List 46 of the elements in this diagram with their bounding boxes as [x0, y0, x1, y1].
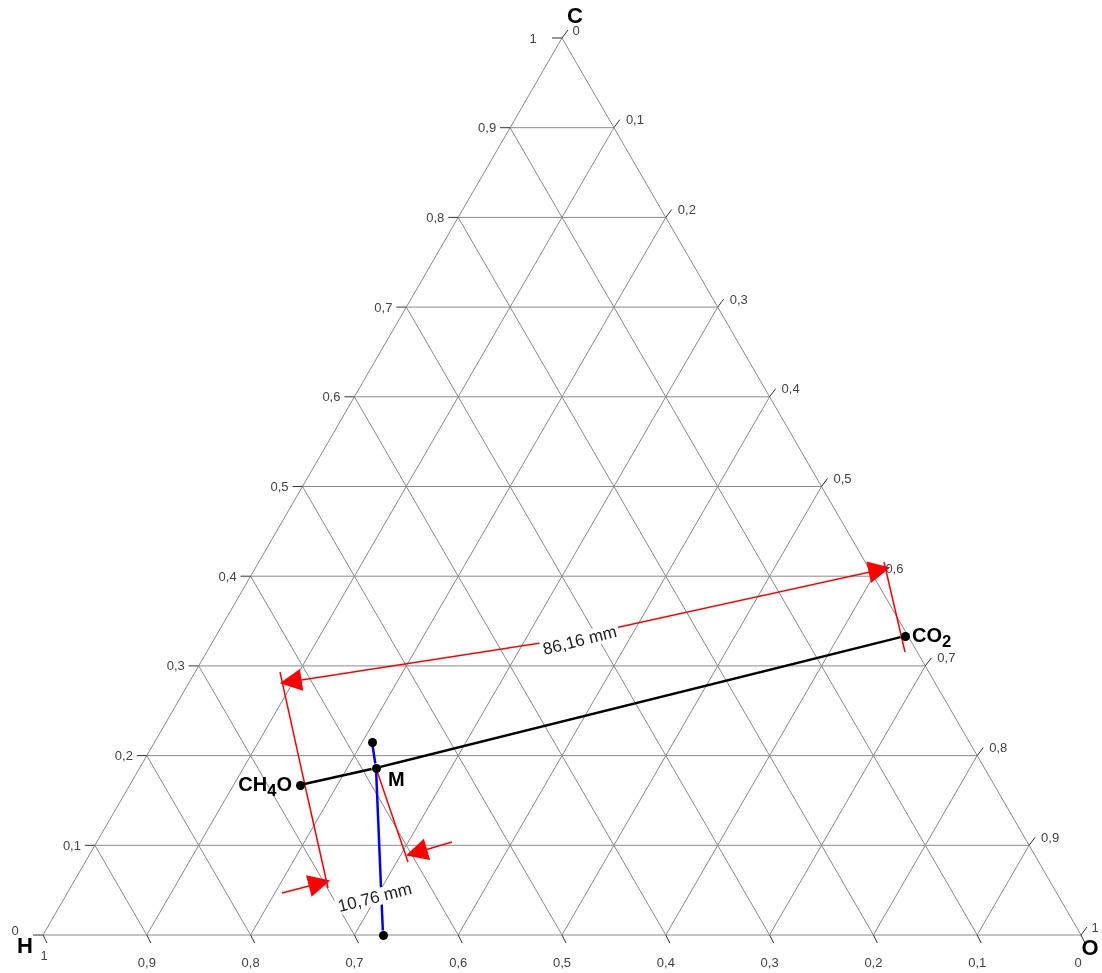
connecting-line: [380, 635, 901, 769]
tick-label: 0,8: [241, 955, 260, 969]
tick-label: 0,6: [449, 955, 468, 969]
point-dot: [378, 930, 388, 940]
point-dot: [295, 780, 305, 790]
connecting-line: [374, 772, 385, 931]
tick-label: 0,4: [218, 569, 237, 583]
tick-label: 0: [11, 923, 19, 937]
vertex-label: H: [17, 935, 33, 957]
tick-label: 0,8: [989, 741, 1008, 755]
tick-label: 0,3: [729, 292, 748, 306]
tick-label: 0,9: [1041, 830, 1060, 844]
tick-label: 0: [1074, 955, 1082, 969]
tick-label: 0,7: [374, 300, 393, 314]
tick-label: 0,2: [864, 955, 883, 969]
tick-label: 0,4: [656, 955, 675, 969]
tick-label: 0,9: [137, 955, 156, 969]
tick-label: 1: [529, 31, 537, 45]
point-label: M: [388, 769, 405, 789]
tick-label: 0,1: [625, 113, 644, 127]
tick-label: 0,2: [114, 749, 133, 763]
tick-label: 0,1: [62, 838, 81, 852]
tick-label: 0,9: [478, 121, 497, 135]
tick-label: 0,6: [885, 561, 904, 575]
vertex-label: O: [1081, 937, 1099, 959]
tick-label: 0,6: [322, 390, 341, 404]
tick-label: 0,1: [968, 955, 987, 969]
tick-label: 0,5: [833, 472, 852, 485]
tick-label: 0,2: [677, 202, 696, 216]
point-label: CH$_{4}$O: [238, 774, 292, 800]
connecting-line: [371, 746, 377, 764]
point-dot: [367, 737, 377, 747]
point-label: CO$_{2}$: [912, 625, 952, 651]
tick-label: 0,5: [270, 480, 289, 493]
tick-label: 0,7: [345, 955, 364, 969]
tick-label: 1: [40, 948, 48, 962]
tick-label: 0,8: [426, 210, 445, 224]
tick-label: 0,3: [166, 659, 185, 673]
tick-label: 0,4: [781, 382, 800, 396]
tick-label: 0,5: [553, 955, 572, 969]
tick-label: 0,3: [760, 955, 779, 969]
tick-label: 0,7: [937, 651, 956, 665]
point-dot: [371, 763, 381, 773]
point-dot: [900, 631, 910, 641]
connecting-line: [304, 767, 372, 786]
tick-label: 1: [1091, 920, 1099, 934]
